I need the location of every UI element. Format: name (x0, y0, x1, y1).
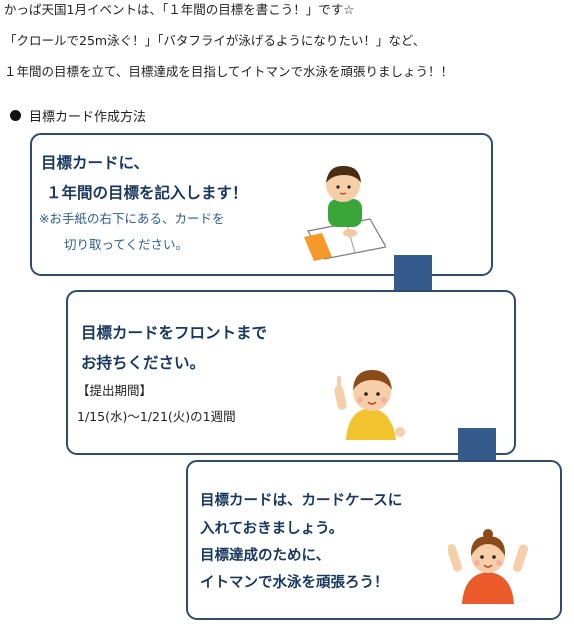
intro-line-1: かっぱ天国1月イベントは、「１年間の目標を書こう！」です☆ (4, 2, 355, 17)
girl-cheering-illustration-icon (448, 529, 528, 604)
card1-note1: ※お手紙の右下にある、カードを (39, 211, 225, 226)
card1-note2: 切り取ってください。 (64, 237, 189, 252)
boy-pointing-illustration-icon (334, 370, 405, 440)
card3-line1: 目標カードは、カードケースに (200, 493, 403, 509)
section-heading: 目標カード作成方法 (10, 106, 146, 125)
section-title: 目標カード作成方法 (29, 110, 147, 125)
card2-line1: 目標カードをフロントまで (81, 324, 268, 342)
card3-line3: 目標達成のために、 (200, 548, 331, 564)
card3-line2: 入れておきましょう。 (200, 521, 344, 537)
step-card-3: 目標カードは、カードケースに 入れておきましょう。 目標達成のために、 イトマン… (186, 460, 562, 620)
step-card-1: 目標カードに、 １年間の目標を記入します！ ※お手紙の右下にある、カードを 切り… (30, 133, 493, 276)
card2-period: 1/15(水)～1/21(火)の1週間 (77, 409, 236, 424)
card3-line4: イトマンで水泳を頑張ろう！ (200, 575, 389, 591)
card2-line2: お持ちください。 (81, 354, 206, 372)
card1-line1: 目標カードに、 (41, 154, 150, 172)
bullet-dot-icon (10, 110, 21, 121)
intro-line-2: 「クロールで25m泳ぐ！」「バタフライが泳げるようになりたい！」など、 (4, 33, 426, 48)
intro-line-3: １年間の目標を立て、目標達成を目指してイトマンで水泳を頑張りましょう！！ (4, 64, 454, 79)
step-card-2: 目標カードをフロントまで お持ちください。 【提出期間】 1/15(水)～1/2… (66, 290, 516, 455)
card2-period-label: 【提出期間】 (77, 383, 153, 398)
boy-writing-illustration-icon (304, 165, 386, 261)
card1-line2: １年間の目標を記入します！ (46, 184, 248, 202)
